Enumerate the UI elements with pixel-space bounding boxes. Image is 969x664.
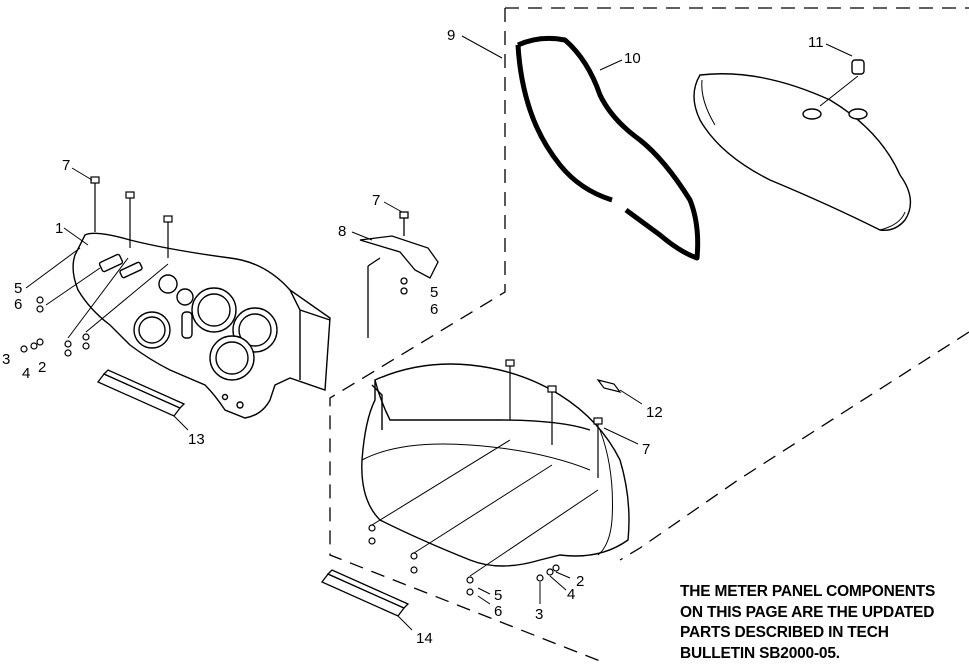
bracket-part-8 xyxy=(352,202,438,338)
callout-10: 10 xyxy=(624,50,641,67)
callout-5-bracket: 5 xyxy=(430,284,438,301)
callout-5-lower: 5 xyxy=(494,587,502,604)
callout-13: 13 xyxy=(188,431,205,448)
lower-housing xyxy=(362,364,629,566)
assembly-boundary xyxy=(330,8,969,661)
strip-part-13 xyxy=(98,370,188,430)
note-line-2: ON THIS PAGE ARE THE UPDATED xyxy=(680,603,966,624)
callout-7-lower: 7 xyxy=(642,441,650,458)
leader-10 xyxy=(600,60,622,70)
callout-5: 5 xyxy=(14,280,22,297)
callout-3: 3 xyxy=(2,351,10,368)
callout-8: 8 xyxy=(338,223,346,240)
callout-7: 7 xyxy=(62,157,70,174)
callout-11: 11 xyxy=(808,34,824,51)
note-line-3: PARTS DESCRIBED IN TECH xyxy=(680,623,966,644)
callout-1: 1 xyxy=(55,220,63,237)
callout-14: 14 xyxy=(416,630,433,647)
callout-9: 9 xyxy=(447,27,455,44)
meter-panel-dash xyxy=(73,233,330,418)
callout-4: 4 xyxy=(22,365,30,382)
strip-part-14 xyxy=(322,570,412,630)
callout-6: 6 xyxy=(14,296,22,313)
gasket-part-10 xyxy=(518,38,698,258)
callout-3-lower: 3 xyxy=(535,606,543,623)
callout-6-bracket: 6 xyxy=(430,301,438,318)
tech-bulletin-note: THE METER PANEL COMPONENTS ON THIS PAGE … xyxy=(680,582,966,664)
callout-2: 2 xyxy=(38,359,46,376)
callout-7-bracket: 7 xyxy=(372,192,380,209)
callout-2-lower: 2 xyxy=(576,573,584,590)
callout-12: 12 xyxy=(646,404,663,421)
callout-6-lower: 6 xyxy=(494,603,502,620)
note-line-1: THE METER PANEL COMPONENTS xyxy=(680,582,966,603)
leader-9 xyxy=(462,36,502,58)
cover-lid xyxy=(694,44,910,230)
callout-4-lower: 4 xyxy=(567,586,575,603)
